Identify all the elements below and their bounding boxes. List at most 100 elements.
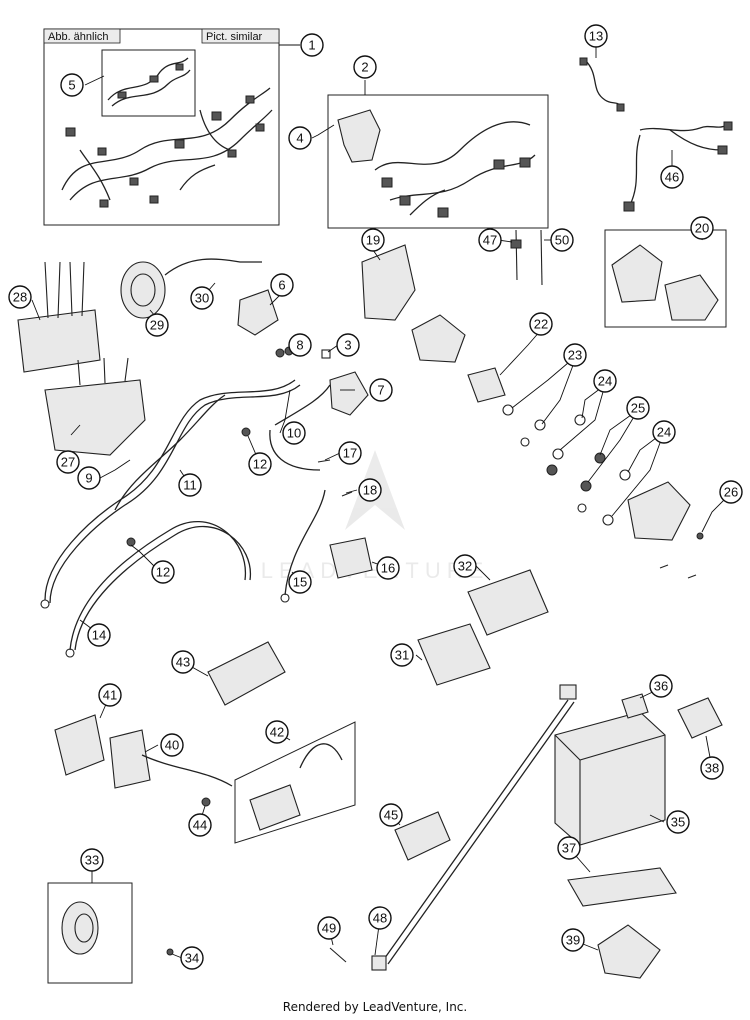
callout-circle — [478, 228, 502, 252]
part-48-connector — [559, 684, 577, 700]
callout-circle — [593, 369, 617, 393]
callout-number: 24 — [657, 425, 671, 440]
callout-number: 45 — [384, 808, 398, 823]
part-22 — [467, 367, 506, 403]
callout-30: 30 — [190, 286, 214, 310]
callout-10: 10 — [282, 421, 306, 445]
callout-20: 20 — [690, 216, 714, 240]
callout-17: 17 — [338, 441, 362, 465]
callout-24a: 24 — [593, 369, 617, 393]
callout-number: 20 — [695, 221, 709, 236]
callout-circle — [550, 228, 574, 252]
callout-number: 36 — [654, 679, 668, 694]
callout-circle — [171, 650, 195, 674]
callout-circle — [529, 312, 553, 336]
callout-number: 29 — [150, 318, 164, 333]
callout-circle — [77, 466, 101, 490]
callout-44: 44 — [188, 813, 212, 837]
callout-number: 35 — [671, 815, 685, 830]
callout-number: 23 — [568, 348, 582, 363]
harness-wire — [374, 121, 531, 171]
callout-24b: 24 — [652, 420, 676, 444]
callout-13: 13 — [584, 24, 608, 48]
washers-group — [502, 404, 631, 526]
callout-45: 45 — [379, 803, 403, 827]
callout-circle — [288, 126, 312, 150]
cable-tie-50 — [540, 229, 543, 286]
callout-number: 6 — [278, 278, 285, 293]
callout-36: 36 — [649, 674, 673, 698]
callout-7: 7 — [369, 378, 393, 402]
part-13-harness — [584, 59, 623, 109]
callout-4: 4 — [288, 126, 312, 150]
callout-1: 1 — [300, 33, 324, 57]
callout-circle — [690, 216, 714, 240]
part-28 — [17, 309, 101, 373]
callout-18: 18 — [358, 478, 382, 502]
callout-number: 11 — [183, 478, 197, 493]
callout-circle — [270, 273, 294, 297]
callout-number: 25 — [631, 401, 645, 416]
callout-circle — [336, 333, 360, 357]
callout-circle — [190, 286, 214, 310]
callout-25: 25 — [626, 396, 650, 420]
callout-circle — [98, 683, 122, 707]
callout-26: 26 — [719, 480, 743, 504]
callout-circle — [178, 473, 202, 497]
callout-number: 14 — [92, 628, 106, 643]
part-12a — [241, 427, 251, 437]
callout-circle — [379, 803, 403, 827]
header-left-label: Abb. ähnlich — [48, 31, 109, 43]
part-27 — [44, 379, 146, 456]
callout-circle — [390, 643, 414, 667]
part-16 — [329, 537, 373, 579]
callout-circle — [368, 906, 392, 930]
callout-42: 42 — [265, 720, 289, 744]
callout-number: 1 — [308, 38, 315, 53]
callout-31: 31 — [390, 643, 414, 667]
part-43 — [207, 641, 286, 706]
sub-harness-box — [101, 49, 196, 117]
part-39 — [597, 924, 661, 979]
callout-number: 50 — [555, 233, 569, 248]
callout-number: 5 — [68, 78, 75, 93]
callout-circle — [626, 396, 650, 420]
callout-15: 15 — [288, 570, 312, 594]
callout-circle — [376, 556, 400, 580]
callout-circle — [188, 813, 212, 837]
footer-credit: Rendered by LeadVenture, Inc. — [282, 1000, 468, 1014]
callout-circle — [160, 733, 184, 757]
callout-41: 41 — [98, 683, 122, 707]
part-44 — [201, 797, 211, 807]
part-19 — [361, 244, 416, 321]
callout-8: 8 — [288, 333, 312, 357]
callout-number: 33 — [85, 853, 99, 868]
cable-15 — [284, 489, 326, 596]
callout-circle — [180, 946, 204, 970]
callout-number: 4 — [296, 131, 303, 146]
part-48-cable — [381, 699, 569, 963]
callout-circle — [660, 165, 684, 189]
part-42-box — [234, 721, 356, 844]
cable-tie-47 — [515, 229, 518, 281]
callout-number: 38 — [705, 761, 719, 776]
callout-27: 27 — [56, 450, 80, 474]
part-35-battery — [554, 711, 666, 846]
callout-49: 49 — [317, 916, 341, 940]
callout-circle — [453, 554, 477, 578]
callout-number: 43 — [176, 655, 190, 670]
callout-circle — [60, 73, 84, 97]
part-36 — [621, 693, 649, 719]
callout-46: 46 — [660, 165, 684, 189]
part-26-bracket — [627, 481, 691, 541]
callout-circle — [8, 285, 32, 309]
callout-circle — [300, 33, 324, 57]
part-20-group — [604, 229, 727, 328]
bracket-22-mount — [411, 314, 466, 363]
part-17 — [317, 459, 331, 463]
callout-12b: 12 — [151, 560, 175, 584]
part-46-harness — [639, 124, 729, 132]
main-harness-box — [43, 28, 280, 226]
callout-circle — [652, 420, 676, 444]
callout-circle — [561, 928, 585, 952]
